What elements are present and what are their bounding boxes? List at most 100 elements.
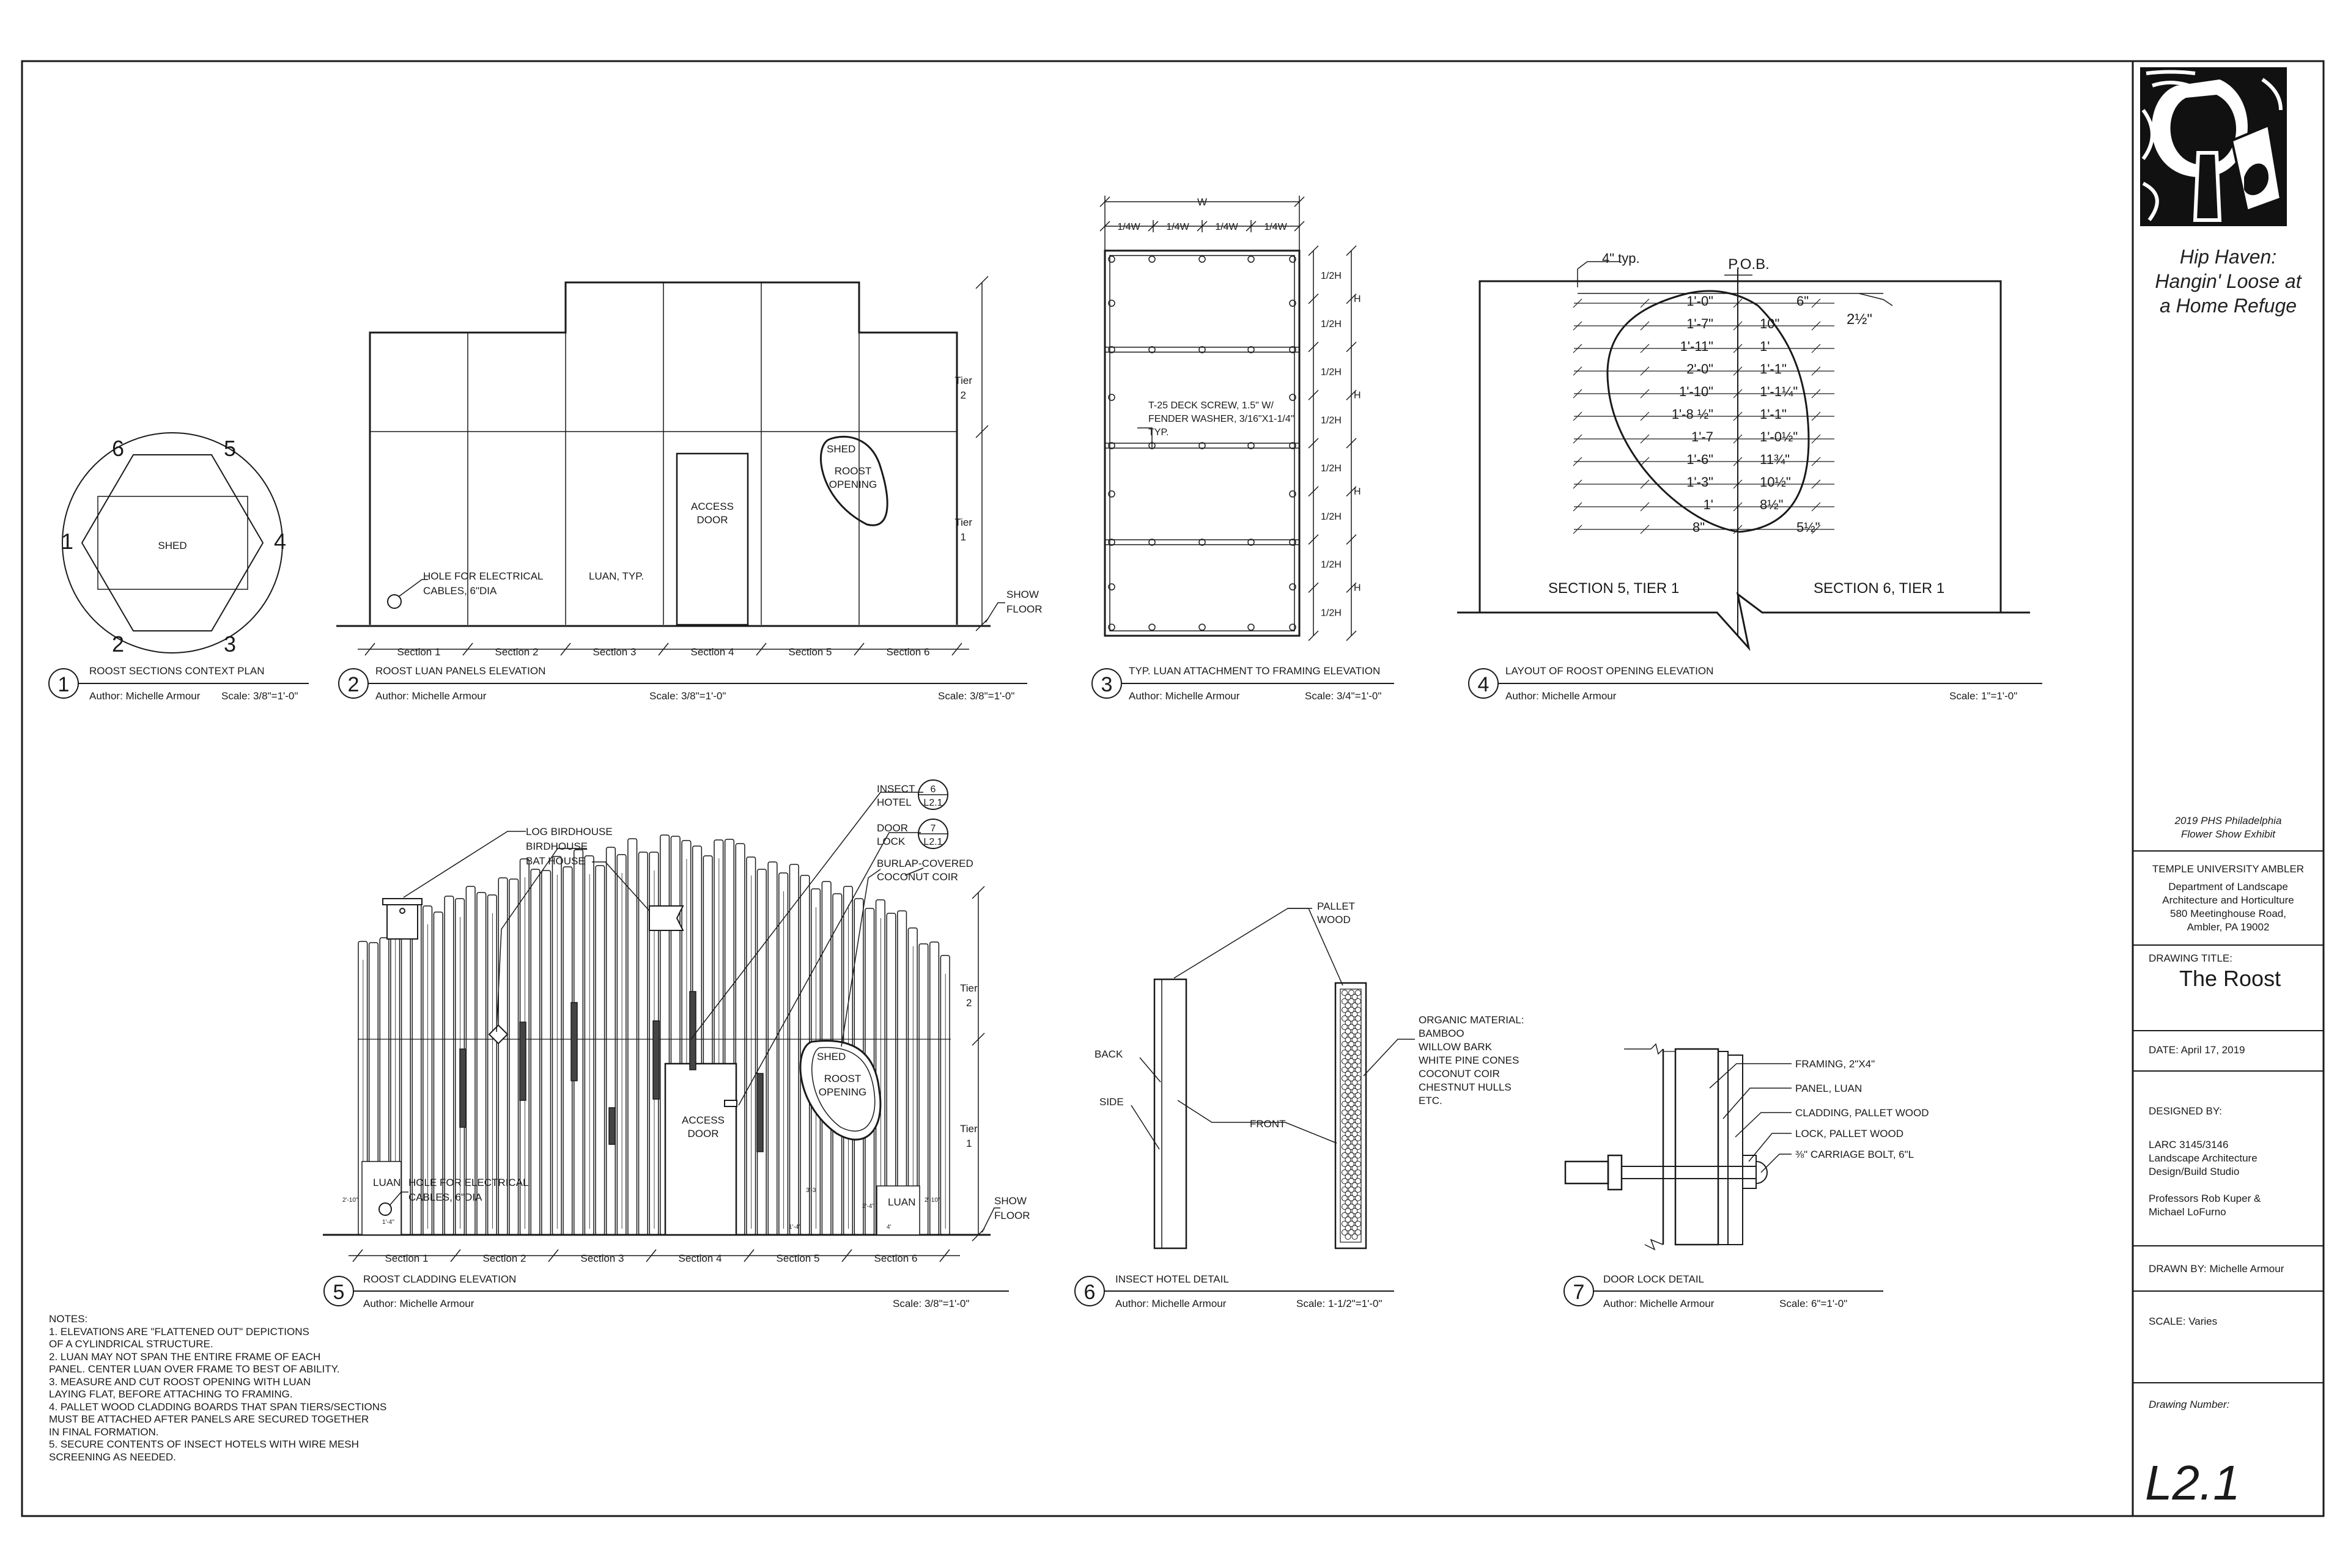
logo-mushroom	[2140, 67, 2287, 226]
d2-tier1-label: Tier	[954, 517, 972, 528]
d2-luan-label: LUAN, TYP.	[589, 570, 644, 582]
designed-by-line: Michael LoFurno	[2149, 1206, 2226, 1218]
d6-side-label: SIDE	[1099, 1096, 1124, 1108]
note-line: OF A CYLINDRICAL STRUCTURE.	[49, 1338, 213, 1350]
d2-door-label-2: DOOR	[697, 514, 728, 526]
organic-material-line: CHESTNUT HULLS	[1419, 1081, 1512, 1093]
quarter-width-label: 1/4W	[1117, 222, 1140, 232]
opening-left-dim: 1'-8 ½"	[1672, 407, 1713, 422]
height-label: H	[1354, 583, 1361, 594]
lock-callout: FRAMING, 2"X4"	[1795, 1058, 1875, 1070]
opening-right-dim: 10½"	[1760, 474, 1791, 490]
d2-scale: Scale: 3/8"=1'-0"	[938, 690, 1014, 702]
opening-right-dim: 6"	[1796, 293, 1809, 309]
d6-author: Author: Michelle Armour	[1115, 1298, 1227, 1309]
d5-tier2-label: Tier	[960, 982, 978, 994]
d5-title: ROOST CLADDING ELEVATION	[363, 1273, 516, 1285]
organic-material-line: WILLOW BARK	[1419, 1041, 1493, 1053]
d6-pallet-label-2: WOOD	[1317, 914, 1351, 926]
department-line: Department of Landscape	[2168, 881, 2288, 893]
opening-left-dim: 1'	[1704, 497, 1713, 512]
drawing-title-label: DRAWING TITLE:	[2149, 952, 2232, 964]
d5-access-label-1: ACCESS	[682, 1114, 725, 1126]
department-line: Architecture and Horticulture	[2162, 894, 2294, 906]
svg-text:2'-10": 2'-10"	[342, 1197, 358, 1204]
designed-by-line: Design/Build Studio	[2149, 1166, 2240, 1177]
d1-section-6: 6	[112, 436, 124, 461]
d2-tier2-label: Tier	[954, 375, 972, 386]
svg-text:1'-4": 1'-4"	[789, 1224, 801, 1231]
organic-material-line: BAMBOO	[1419, 1028, 1464, 1039]
half-height-label: 1/2H	[1321, 271, 1342, 281]
d1-section-4: 4	[274, 529, 286, 554]
note-line: 3. MEASURE AND CUT ROOST OPENING WITH LU…	[49, 1375, 311, 1388]
half-height-label: 1/2H	[1321, 608, 1342, 618]
opening-right-dim: 1'	[1760, 339, 1770, 354]
svg-text:2'-10": 2'-10"	[925, 1197, 940, 1204]
d5-luan-left-label: LUAN	[373, 1177, 401, 1188]
d4-pob-label: P.O.B.	[1728, 256, 1770, 273]
section-label: Section 3	[581, 1253, 624, 1264]
height-label: H	[1354, 487, 1361, 497]
d2-author: Author: Michelle Armour	[375, 690, 487, 702]
section-label: Section 6	[874, 1253, 918, 1264]
opening-right-dim: 10"	[1760, 316, 1779, 331]
d5-log-birdhouse-label: LOG BIRDHOUSE	[526, 826, 613, 837]
d5-access-label-2: DOOR	[688, 1128, 719, 1139]
department-line: Ambler, PA 19002	[2187, 921, 2270, 933]
section-label: Section 4	[691, 646, 734, 658]
designed-by-line	[2149, 1179, 2261, 1192]
opening-right-dim: 5½"	[1796, 520, 1820, 535]
height-label: H	[1354, 294, 1361, 304]
d5-luan-right-label: LUAN	[888, 1196, 915, 1208]
d3-screw-label-1: T-25 DECK SCREW, 1.5" W/	[1148, 400, 1274, 411]
designed-by-label: DESIGNED BY:	[2149, 1105, 2222, 1117]
d2-scale-mid: Scale: 3/8"=1'-0"	[649, 690, 726, 702]
d5-ref-sheet-7: L2.1	[923, 837, 942, 847]
d5-birdhouse-label: BIRDHOUSE	[526, 841, 588, 852]
d5-hole-label-2: CABLES, 6"DIA	[408, 1191, 482, 1203]
d2-roost-label-2: OPENING	[829, 479, 877, 490]
exhibit-line: 2019 PHS Philadelphia	[2174, 815, 2282, 826]
opening-left-dim: 1'-10"	[1679, 384, 1713, 399]
opening-left-dim: 1'-11"	[1680, 339, 1713, 354]
lock-callout: PANEL, LUAN	[1795, 1083, 1862, 1094]
opening-right-dim: 1'-1"	[1760, 361, 1787, 377]
d6-scale: Scale: 1-1/2"=1'-0"	[1296, 1298, 1383, 1309]
d5-author: Author: Michelle Armour	[363, 1298, 474, 1309]
opening-left-dim: 2'-0"	[1686, 361, 1713, 377]
project-title-line: a Home Refuge	[2159, 295, 2297, 317]
d6-title: INSECT HOTEL DETAIL	[1115, 1273, 1229, 1285]
d2-tier1-number: 1	[961, 531, 966, 543]
d3-screw-label-2: FENDER WASHER, 3/16"X1-1/4"	[1148, 414, 1294, 424]
d1-section-5: 5	[224, 436, 236, 461]
d3-width-label: W	[1197, 196, 1207, 208]
d5-floor-label: FLOOR	[994, 1210, 1030, 1221]
quarter-width-label: 1/4W	[1215, 222, 1238, 232]
drawing-title: The Roost	[2179, 966, 2281, 991]
opening-right-dim: 8½"	[1760, 497, 1783, 512]
note-line: SCREENING AS NEEDED.	[49, 1451, 176, 1463]
d5-roost-label-1: ROOST	[824, 1073, 861, 1084]
opening-left-dim: 1'-7	[1691, 429, 1713, 444]
drawn-by-label: DRAWN BY: Michelle Armour	[2149, 1263, 2284, 1275]
d5-tier1-number: 1	[966, 1138, 972, 1149]
d7-number: 7	[1573, 1281, 1585, 1304]
d6-front-label: FRONT	[1250, 1118, 1286, 1130]
opening-left-dim: 1'-3"	[1686, 474, 1713, 490]
d5-bat-house-label: BAT HOUSE	[526, 855, 585, 867]
d1-number: 1	[58, 673, 70, 696]
d5-insect-label-1: INSECT	[877, 783, 915, 795]
d4-section-6-label: SECTION 6, TIER 1	[1814, 580, 1944, 597]
svg-text:1'-4": 1'-4"	[382, 1219, 394, 1226]
note-line: LAYING FLAT, BEFORE ATTACHING TO FRAMING…	[49, 1388, 293, 1400]
d4-section-5-label: SECTION 5, TIER 1	[1548, 580, 1679, 597]
d7-scale: Scale: 6"=1'-0"	[1779, 1298, 1847, 1309]
d3-number: 3	[1101, 673, 1113, 696]
note-line: 2. LUAN MAY NOT SPAN THE ENTIRE FRAME OF…	[49, 1350, 321, 1363]
d1-scale: Scale: 3/8"=1'-0"	[221, 690, 298, 702]
